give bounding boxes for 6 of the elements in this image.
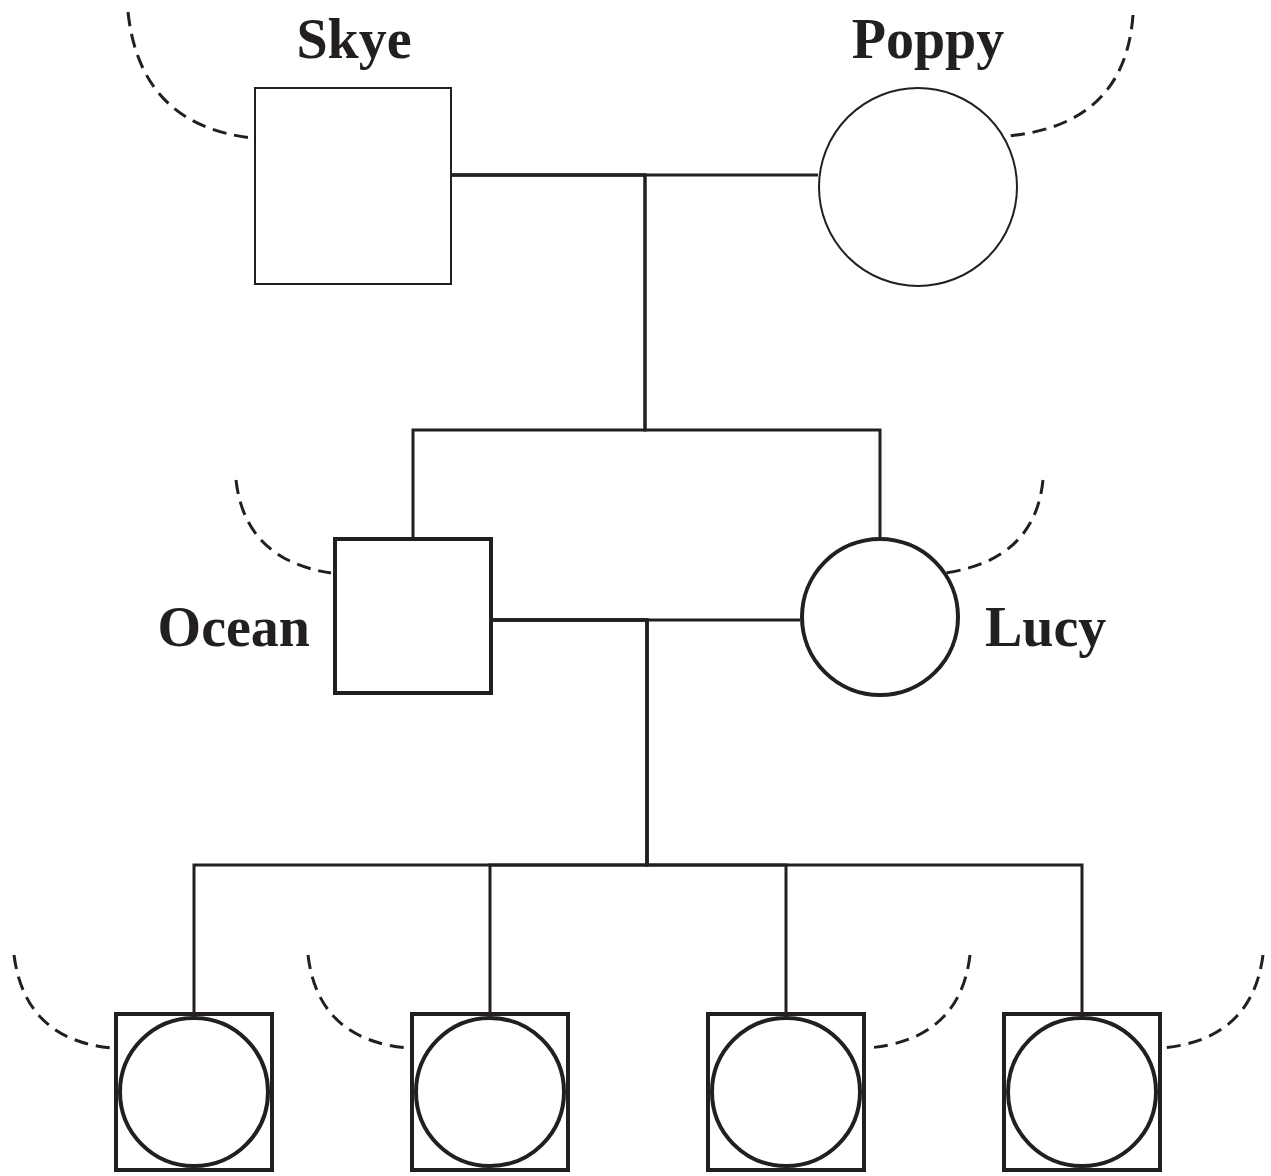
pedigree-line: [452, 173, 882, 537]
person-name: Poppy: [850, 7, 1006, 72]
person-name: Lucy: [985, 595, 1108, 660]
pedigree-line: [493, 618, 1084, 1012]
person-name: Skye: [295, 7, 413, 72]
person-name: Ocean: [156, 595, 310, 660]
